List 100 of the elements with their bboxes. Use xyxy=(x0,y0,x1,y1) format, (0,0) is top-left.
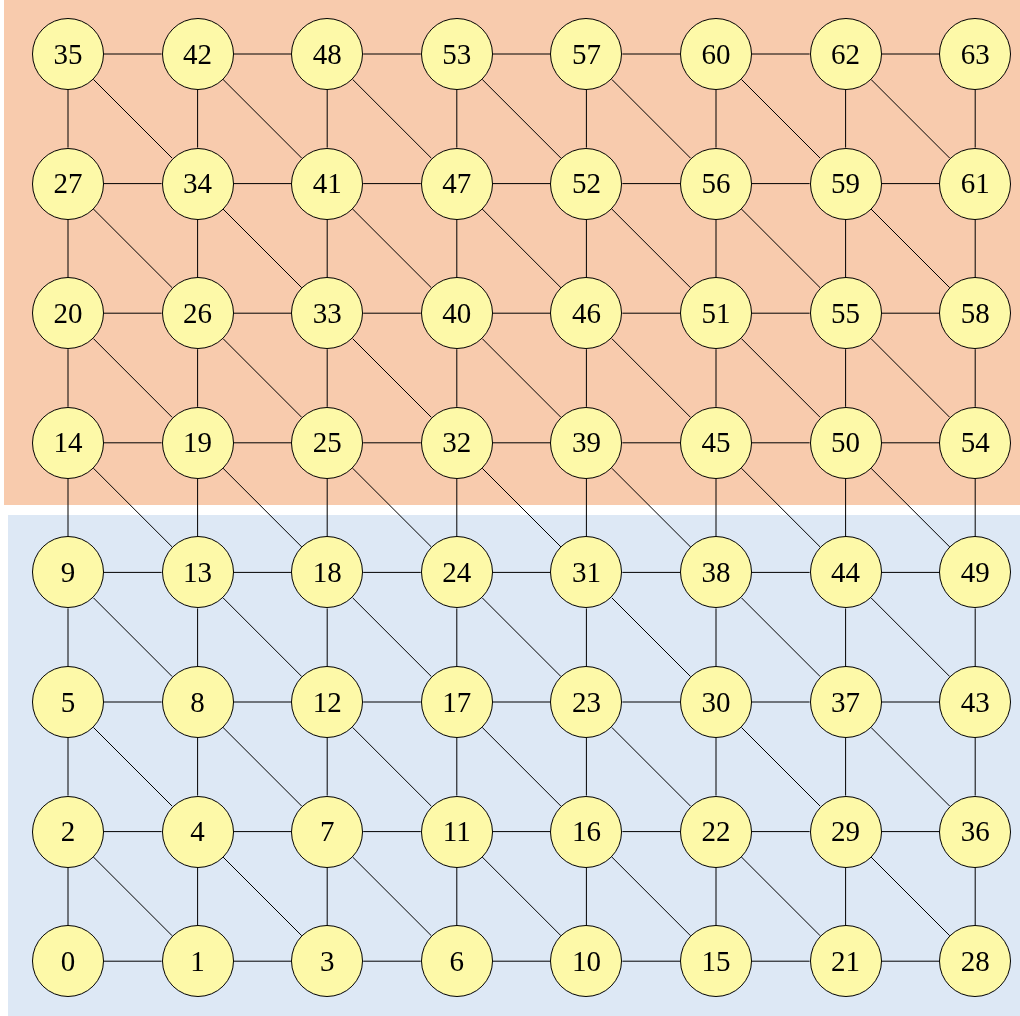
connector-line xyxy=(845,219,847,278)
node-number: 43 xyxy=(960,687,990,717)
connector-line xyxy=(233,53,292,55)
connector-line xyxy=(870,597,951,678)
node-number: 51 xyxy=(701,298,731,328)
connector-line xyxy=(222,856,303,937)
node-number: 13 xyxy=(183,557,213,587)
connector-line xyxy=(870,726,951,807)
node-number: 31 xyxy=(571,557,601,587)
node-number: 18 xyxy=(312,557,342,587)
node-number: 49 xyxy=(960,557,990,587)
connector-line xyxy=(103,183,163,185)
background-band xyxy=(8,515,1020,1016)
connector-line xyxy=(233,571,292,573)
connector-line xyxy=(67,89,69,149)
node-number: 61 xyxy=(960,169,990,199)
connector-line xyxy=(352,856,432,937)
connector-line xyxy=(233,183,292,185)
connector-line xyxy=(352,338,432,418)
node-number: 62 xyxy=(831,39,861,69)
connector-line xyxy=(974,89,976,149)
connector-line xyxy=(67,737,69,797)
connector-line xyxy=(611,856,692,937)
connector-line xyxy=(621,442,681,444)
connector-line xyxy=(621,183,681,185)
node-number: 58 xyxy=(960,298,990,328)
connector-line xyxy=(326,348,328,408)
number-circle xyxy=(420,666,493,738)
node-number: 30 xyxy=(701,687,731,717)
node-number: 7 xyxy=(319,817,335,847)
connector-line xyxy=(611,208,692,289)
connector-line xyxy=(197,478,199,537)
connector-line xyxy=(715,478,717,537)
connector-line xyxy=(197,348,199,408)
node-number: 52 xyxy=(571,169,601,199)
connector-line xyxy=(233,312,292,314)
node-number: 60 xyxy=(701,39,731,69)
node-number: 57 xyxy=(571,39,601,69)
connector-line xyxy=(715,737,717,797)
node-number: 32 xyxy=(442,428,472,458)
node-number: 1 xyxy=(190,946,205,976)
node-number: 46 xyxy=(571,298,601,328)
connector-line xyxy=(362,442,422,444)
connector-line xyxy=(845,867,847,926)
connector-line xyxy=(362,312,422,314)
connector-line xyxy=(456,737,458,797)
connector-line xyxy=(585,607,587,667)
connector-line xyxy=(481,597,562,678)
node-number: 48 xyxy=(312,39,342,69)
connector-line xyxy=(222,78,303,159)
node-number: 16 xyxy=(571,817,601,847)
connector-line xyxy=(103,571,163,573)
connector-line xyxy=(492,701,551,703)
connector-line xyxy=(456,219,458,278)
background-band xyxy=(4,0,1020,505)
connector-line xyxy=(67,867,69,926)
connector-line xyxy=(67,348,69,408)
connector-line xyxy=(845,478,847,537)
connector-line xyxy=(585,737,587,797)
connector-line xyxy=(492,53,551,55)
connector-line xyxy=(197,607,199,667)
connector-line xyxy=(740,78,821,159)
connector-line xyxy=(233,831,292,833)
connector-line xyxy=(456,478,458,537)
connector-line xyxy=(621,701,681,703)
connector-line xyxy=(845,348,847,408)
connector-line xyxy=(481,208,562,289)
connector-line xyxy=(362,960,422,962)
node-number: 9 xyxy=(60,557,76,587)
connector-line xyxy=(222,467,303,548)
number-circle xyxy=(680,277,752,350)
connector-line xyxy=(881,312,940,314)
connector-line xyxy=(233,701,292,703)
connector-line xyxy=(621,53,681,55)
connector-line xyxy=(222,338,303,418)
connector-line xyxy=(740,208,821,289)
connector-line xyxy=(103,831,163,833)
node-number: 33 xyxy=(312,298,342,328)
connector-line xyxy=(456,867,458,926)
number-circle xyxy=(680,536,752,609)
connector-line xyxy=(881,701,940,703)
connector-line xyxy=(715,219,717,278)
number-circle xyxy=(680,147,752,220)
connector-line xyxy=(233,442,292,444)
connector-line xyxy=(585,867,587,926)
connector-line xyxy=(881,960,940,962)
connector-line xyxy=(362,571,422,573)
node-number: 44 xyxy=(831,557,861,587)
connector-line xyxy=(974,219,976,278)
connector-line xyxy=(67,607,69,667)
connector-line xyxy=(740,467,821,548)
node-number: 21 xyxy=(831,946,861,976)
connector-line xyxy=(103,960,163,962)
connector-line xyxy=(974,867,976,926)
connector-line xyxy=(197,219,199,278)
connector-line xyxy=(715,89,717,149)
connector-line xyxy=(456,348,458,408)
number-circle xyxy=(291,666,364,738)
connector-line xyxy=(492,831,551,833)
connector-line xyxy=(751,571,811,573)
